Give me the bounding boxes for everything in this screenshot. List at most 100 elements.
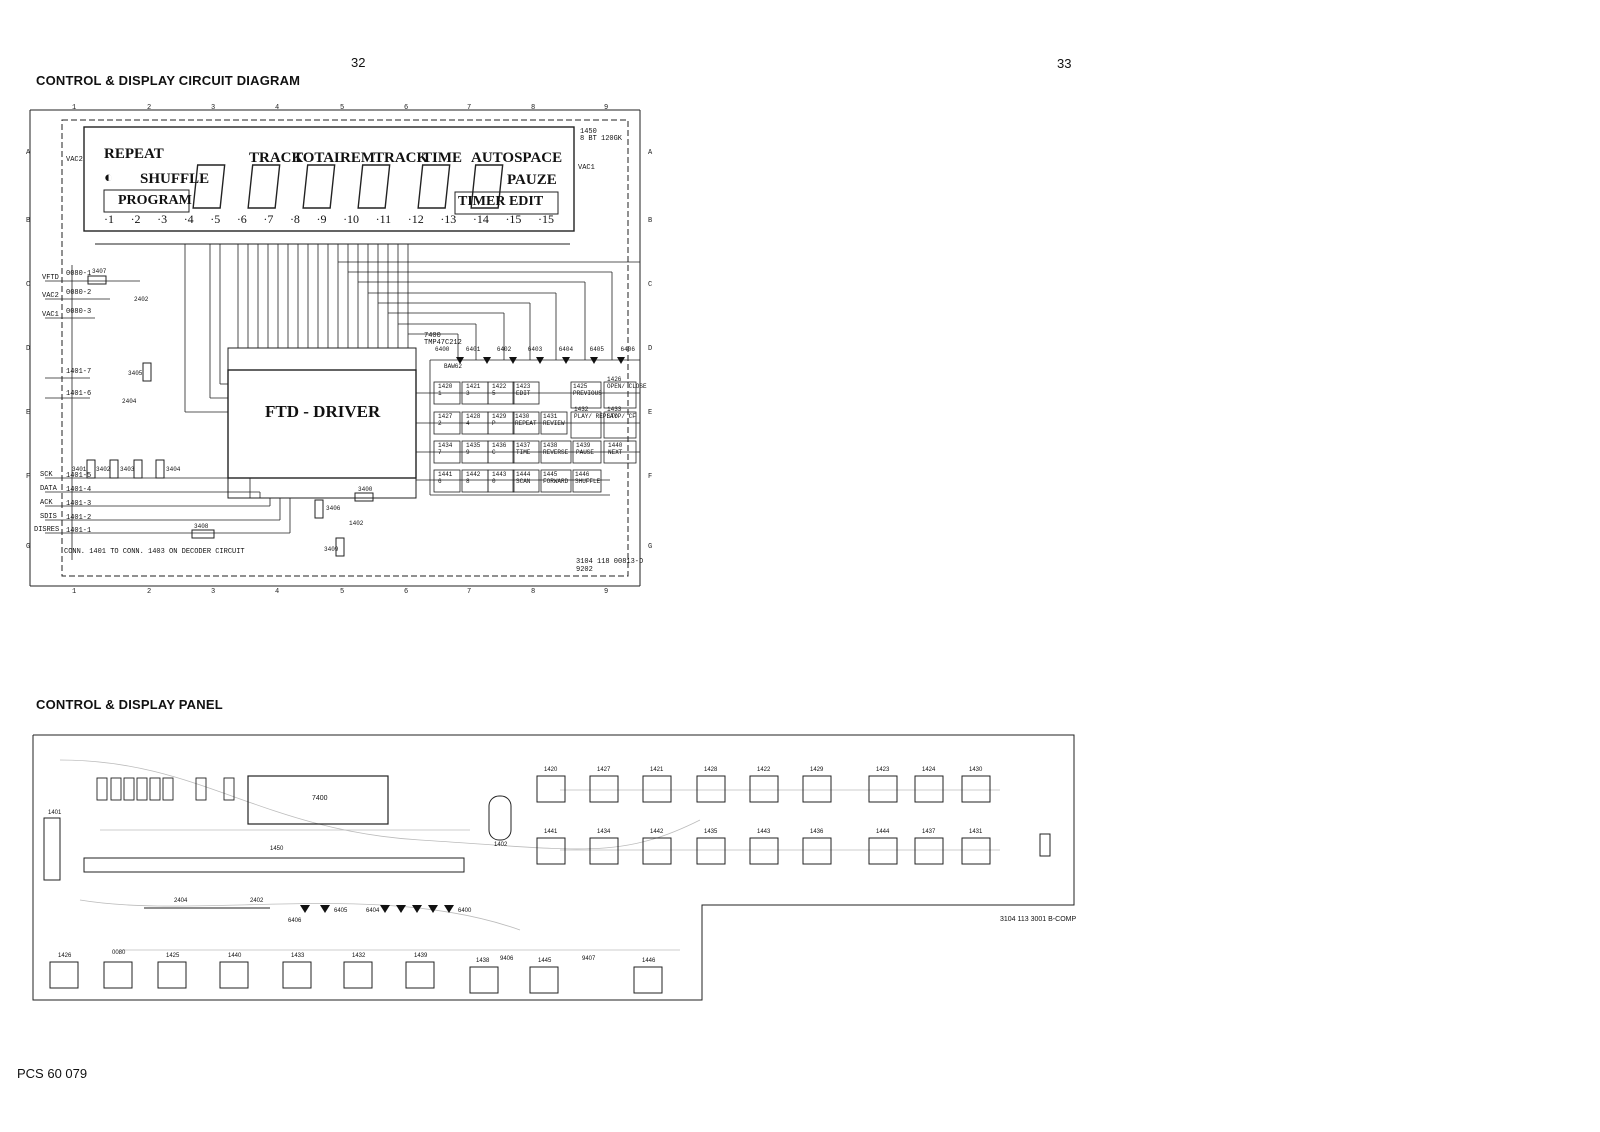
pin-label: 1401-1 xyxy=(66,527,92,535)
display-ref: 1450 xyxy=(580,128,597,136)
pcb-part-ref: 1401 xyxy=(48,810,62,816)
svg-text:1: 1 xyxy=(72,588,76,596)
digit-label: ·1 xyxy=(104,212,114,226)
button-label-text: 1442 xyxy=(466,471,481,478)
display-ref-type: 8 BT 120GK xyxy=(580,135,623,143)
svg-text:4: 4 xyxy=(275,104,279,112)
svg-text:D: D xyxy=(26,345,30,353)
button-label-text: 1431 xyxy=(543,413,558,420)
input-sdis: SDIS xyxy=(40,513,57,521)
svg-text:1: 1 xyxy=(72,104,76,112)
diode-ref: 6401 xyxy=(465,346,481,353)
button-label-text: 1420 xyxy=(438,383,453,390)
diode-ref: 6405 xyxy=(589,346,605,353)
input-disres: DISRES xyxy=(34,526,60,534)
pin-label: 1401-6 xyxy=(66,390,92,398)
button-label-text: 3 xyxy=(466,390,470,397)
svg-text:A: A xyxy=(26,149,31,157)
pcb-part-ref: 1450 xyxy=(270,846,284,852)
component-ref: 3406 xyxy=(326,505,341,512)
input-vac2: VAC2 xyxy=(42,292,59,300)
svg-text:3: 3 xyxy=(211,104,215,112)
digit-label: ·6 xyxy=(236,212,247,226)
button-label-text: 1437 xyxy=(516,442,531,449)
svg-text:8: 8 xyxy=(531,104,535,112)
diode-labels: 6400 6401 6402 6403 6404 6405 6406 xyxy=(435,346,635,353)
svg-text:4: 4 xyxy=(275,588,279,596)
component-ref: 3400 xyxy=(358,486,373,493)
button-label-text: OPEN/ CLOSE xyxy=(607,383,647,390)
display-track2-label: TRACK xyxy=(374,150,429,166)
pcb-part-ref: 6400 xyxy=(458,908,472,914)
digit-label: ·13 xyxy=(440,212,457,226)
svg-text:7: 7 xyxy=(467,104,471,112)
pcb-ic-ref: 7400 xyxy=(312,795,328,802)
switch-ref: 1433 xyxy=(291,953,305,959)
button-label-text: 0 xyxy=(492,478,496,485)
pcb-part-ref: 6404 xyxy=(366,908,380,914)
switch-ref: 1438 xyxy=(476,958,490,964)
button-label-text: 1441 xyxy=(438,471,453,478)
display-repeat-label: REPEAT xyxy=(104,146,164,162)
button-label-text: 1432 xyxy=(574,406,589,413)
svg-text:C: C xyxy=(648,281,652,289)
pin-label: 0080-1 xyxy=(66,270,92,278)
display-time-label: TIME xyxy=(422,150,463,166)
pin-label: 1401-5 xyxy=(66,472,92,480)
component-ref: 3408 xyxy=(194,523,209,530)
button-label-text: 2 xyxy=(438,420,442,427)
digit-label: ·15 xyxy=(505,212,522,226)
button-label-text: REVERSE xyxy=(543,449,569,456)
switch-ref: 1441 xyxy=(544,829,558,835)
vac2-label: VAC2 xyxy=(66,156,83,164)
button-label-text: 1435 xyxy=(466,442,481,449)
input-sck: SCK xyxy=(40,471,53,479)
diode-ref: 6402 xyxy=(496,346,512,353)
button-label-text: 1440 xyxy=(608,442,623,449)
display-timer-edit-label: TIMER EDIT xyxy=(458,194,544,209)
button-label-text: 1443 xyxy=(492,471,507,478)
switch-ref: 1442 xyxy=(650,829,664,835)
button-label-text: 1423 xyxy=(516,383,531,390)
button-label-text: SHUFFLE xyxy=(575,478,601,485)
component-ref: 3402 xyxy=(96,466,111,473)
svg-text:E: E xyxy=(648,409,652,417)
button-label-text: PAUSE xyxy=(576,449,595,456)
switch-ref: 1427 xyxy=(597,767,611,773)
driver-part: 7400 xyxy=(424,332,441,340)
component-ref: 1402 xyxy=(349,520,364,527)
diode-ref: 6406 xyxy=(620,346,635,353)
diagram-title: CONTROL & DISPLAY CIRCUIT DIAGRAM xyxy=(36,73,301,88)
driver-label: FTD - DRIVER xyxy=(265,402,381,421)
digit-label: ·12 xyxy=(407,212,424,226)
button-label-text: 1438 xyxy=(543,442,558,449)
button-label-text: 8 xyxy=(466,478,470,485)
switch-ref: 1422 xyxy=(757,767,771,773)
svg-text:5: 5 xyxy=(340,104,344,112)
switch-ref: 1437 xyxy=(922,829,936,835)
diode-ref: 6400 xyxy=(435,346,450,353)
driver-part-type: TMP47C212 xyxy=(424,339,462,347)
button-label-text: 1444 xyxy=(516,471,531,478)
button-label-text: EDIT xyxy=(516,390,531,397)
pcb-part-ref: 6406 xyxy=(288,918,302,924)
digit-label: ·9 xyxy=(316,212,327,226)
switch-ref: 1420 xyxy=(544,767,558,773)
switch-ref: 1432 xyxy=(352,953,366,959)
button-label-text: 1429 xyxy=(492,413,507,420)
button-label-text: 1 xyxy=(438,390,442,397)
diode-ref: 6404 xyxy=(558,346,574,353)
